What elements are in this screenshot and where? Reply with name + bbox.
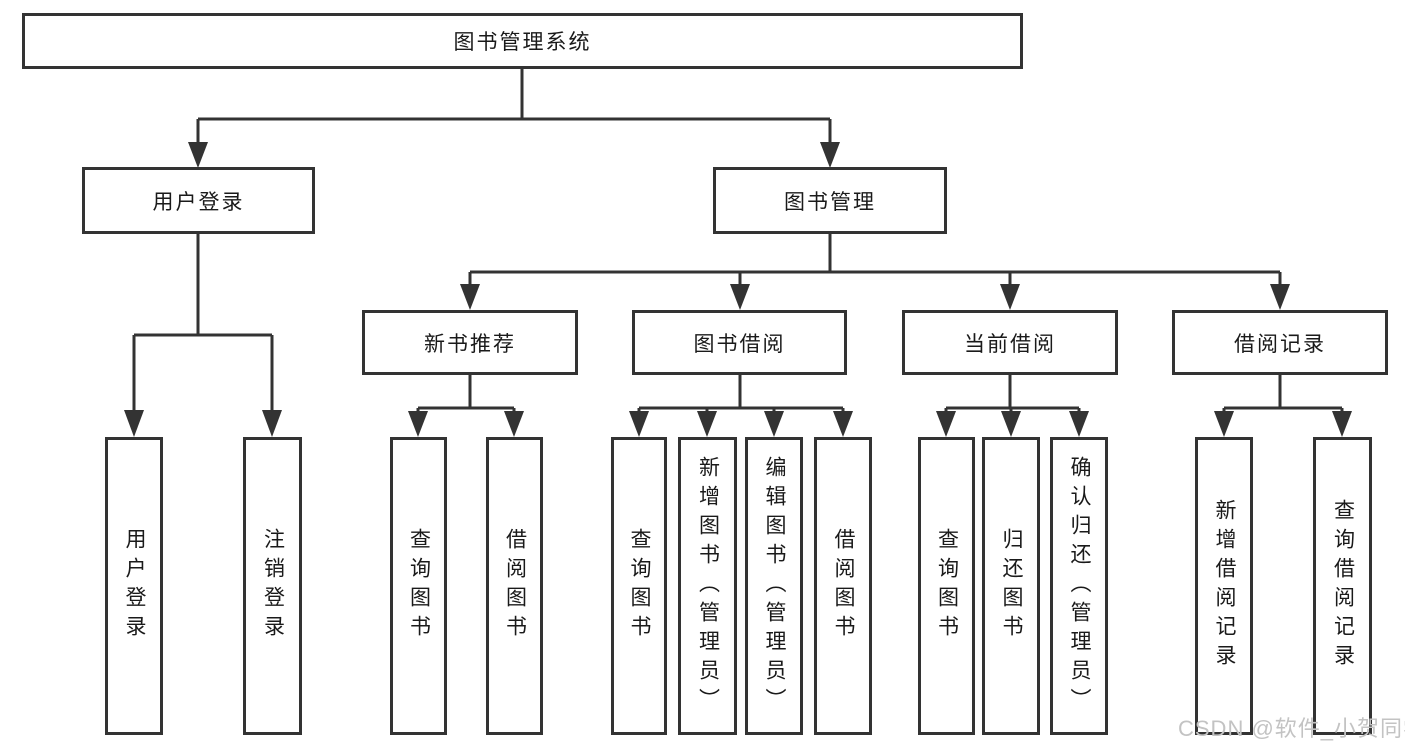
connector-current-borrow-to-leaves xyxy=(936,375,1089,437)
node-leaf-return-book: 归还图书 xyxy=(982,437,1040,735)
connector-book-management-to-level3 xyxy=(460,234,1290,310)
node-leaf-query-borrow-record-label: 查询借阅记录 xyxy=(1331,499,1355,673)
node-leaf-borrow-books-2-label: 借阅图书 xyxy=(832,528,856,644)
node-leaf-add-book-admin: 新增图书（管理员） xyxy=(678,437,737,735)
node-leaf-query-books-2: 查询图书 xyxy=(611,437,667,735)
connector-user-login-to-leaves xyxy=(124,234,282,437)
node-user-login-label: 用户登录 xyxy=(152,190,245,214)
node-leaf-query-books-1-label: 查询图书 xyxy=(407,528,431,644)
node-book-borrow-label: 图书借阅 xyxy=(693,332,786,356)
node-current-borrow-label: 当前借阅 xyxy=(964,332,1056,356)
node-leaf-query-books-2-label: 查询图书 xyxy=(628,528,652,644)
node-book-management: 图书管理 xyxy=(713,167,947,234)
node-new-book-recommend: 新书推荐 xyxy=(362,310,578,375)
node-leaf-confirm-return-admin-label: 确认归还（管理员） xyxy=(1068,455,1092,717)
watermark: CSDN @软件_小贺同学 xyxy=(1178,716,1405,741)
connector-borrow-record-to-leaves xyxy=(1214,375,1352,437)
node-leaf-return-book-label: 归还图书 xyxy=(1000,528,1024,644)
connector-root-to-level2 xyxy=(188,68,840,168)
node-leaf-query-borrow-record: 查询借阅记录 xyxy=(1313,437,1372,735)
node-leaf-query-books-3-label: 查询图书 xyxy=(935,528,959,644)
node-borrow-record-label: 借阅记录 xyxy=(1234,332,1326,356)
node-leaf-user-login: 用户登录 xyxy=(105,437,163,735)
node-borrow-record: 借阅记录 xyxy=(1172,310,1388,375)
connector-book-borrow-to-leaves xyxy=(629,375,853,437)
node-leaf-add-book-admin-label: 新增图书（管理员） xyxy=(696,455,720,717)
node-leaf-add-borrow-record-label: 新增借阅记录 xyxy=(1213,499,1237,673)
node-leaf-confirm-return-admin: 确认归还（管理员） xyxy=(1050,437,1108,735)
node-leaf-logout-label: 注销登录 xyxy=(261,528,285,644)
node-leaf-add-borrow-record: 新增借阅记录 xyxy=(1195,437,1253,735)
node-current-borrow: 当前借阅 xyxy=(902,310,1118,375)
node-leaf-query-books-3: 查询图书 xyxy=(918,437,975,735)
connector-new-book-to-leaves xyxy=(408,375,524,437)
node-user-login: 用户登录 xyxy=(82,167,315,234)
node-leaf-query-books-1: 查询图书 xyxy=(390,437,447,735)
node-book-management-label: 图书管理 xyxy=(784,190,876,214)
node-book-borrow: 图书借阅 xyxy=(632,310,847,375)
node-leaf-borrow-books-1-label: 借阅图书 xyxy=(503,528,527,644)
node-leaf-borrow-books-2: 借阅图书 xyxy=(814,437,872,735)
node-new-book-recommend-label: 新书推荐 xyxy=(424,332,516,356)
node-leaf-logout: 注销登录 xyxy=(243,437,302,735)
node-leaf-borrow-books-1: 借阅图书 xyxy=(486,437,543,735)
node-leaf-edit-book-admin: 编辑图书（管理员） xyxy=(745,437,803,735)
node-root-label: 图书管理系统 xyxy=(453,31,592,54)
node-leaf-edit-book-admin-label: 编辑图书（管理员） xyxy=(763,455,787,717)
node-root: 图书管理系统 xyxy=(22,13,1023,69)
node-leaf-user-login-label: 用户登录 xyxy=(123,528,147,644)
